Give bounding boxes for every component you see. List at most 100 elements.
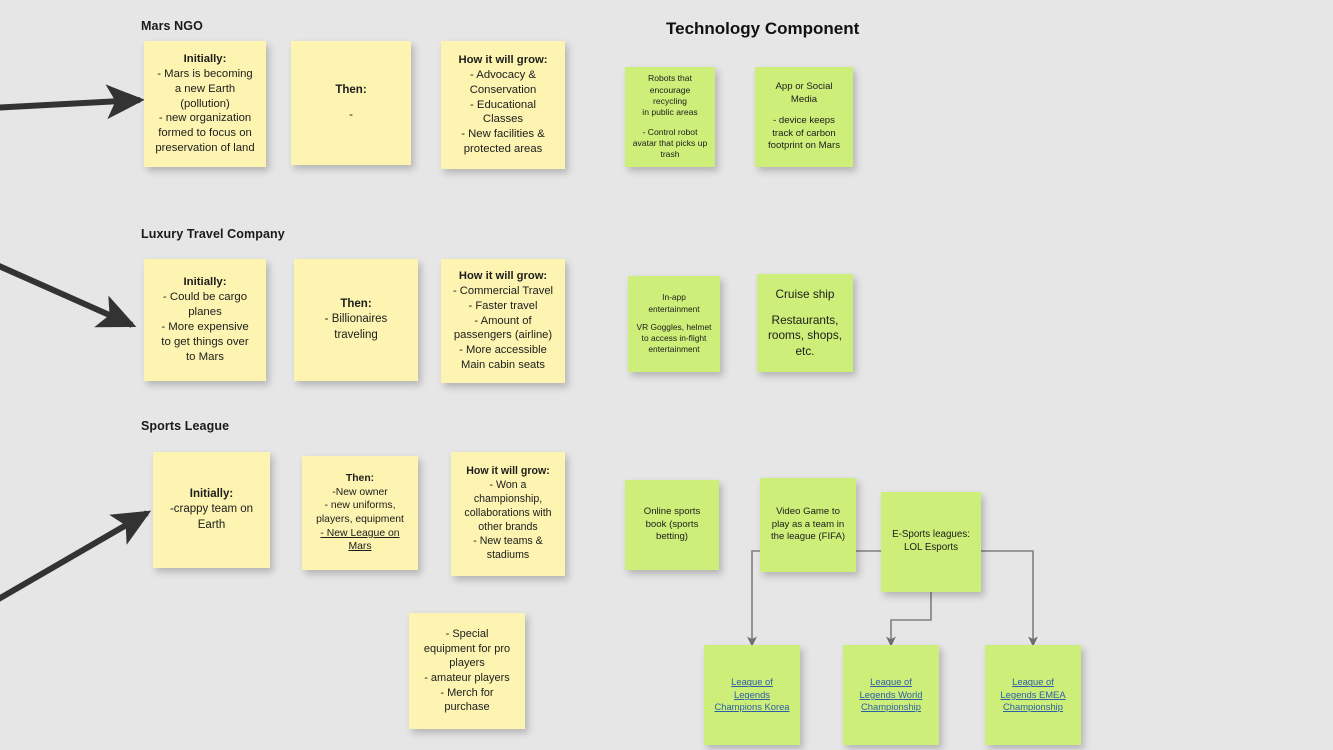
- link-line[interactable]: League of: [731, 676, 773, 688]
- note-travel-how-it-will-grow[interactable]: How it will grow: - Commercial Travel - …: [441, 259, 565, 383]
- note-line: formed to focus on: [158, 127, 252, 140]
- note-line: - Commercial Travel: [452, 285, 554, 298]
- note-heading: How it will grow:: [458, 53, 548, 66]
- note-line: - new organization: [158, 112, 252, 125]
- note-tech-robots-recycling[interactable]: Robots that encourage recycling in publi…: [625, 67, 715, 167]
- note-ngo-then[interactable]: Then: -: [291, 41, 411, 165]
- note-line: the league (FIFA): [770, 531, 846, 543]
- note-line: App or Social: [775, 81, 833, 93]
- note-line: - Control robot: [642, 126, 698, 137]
- note-line: -New owner: [332, 486, 388, 498]
- note-line: - new uniforms,: [324, 500, 396, 512]
- note-travel-initially[interactable]: Initially: - Could be cargo planes - Mor…: [144, 259, 266, 381]
- note-line: entertainment: [648, 344, 700, 355]
- note-line: championship,: [473, 493, 543, 506]
- note-heading: Then:: [340, 298, 372, 311]
- note-sports-esports-leagues[interactable]: E-Sports leagues: LOL Esports: [881, 492, 981, 592]
- link-line[interactable]: League of: [1012, 676, 1054, 688]
- note-heading: Initially:: [183, 275, 227, 288]
- note-line: traveling: [334, 328, 378, 341]
- note-line: - Merch for: [440, 686, 494, 699]
- note-line: avatar that picks up: [632, 137, 708, 148]
- note-line: purchase: [444, 701, 490, 714]
- note-sports-how-it-will-grow[interactable]: How it will grow: - Won a championship, …: [451, 452, 565, 576]
- link-line[interactable]: League of: [870, 676, 912, 688]
- section-title: Technology Component: [666, 19, 860, 38]
- link-line[interactable]: Legends World: [859, 688, 923, 700]
- note-sports-video-game-fifa[interactable]: Video Game to play as a team in the leag…: [760, 478, 856, 572]
- note-sports-equipment-merch[interactable]: - Special equipment for pro players - am…: [409, 613, 525, 729]
- note-line: -: [349, 109, 353, 122]
- note-line: trash: [660, 149, 680, 160]
- note-travel-then[interactable]: Then: - Billionaires traveling: [294, 259, 418, 381]
- note-line: Cruise ship: [775, 286, 835, 301]
- note-line: E-Sports leagues:: [892, 529, 970, 541]
- note-line: book (sports: [645, 518, 699, 530]
- link-line[interactable]: Legends EMEA: [1000, 688, 1066, 700]
- note-line: collaborations with: [464, 507, 552, 520]
- incoming-arrow-ngo: [0, 84, 145, 120]
- note-line: - Mars is becoming: [157, 67, 253, 80]
- note-line: LOL Esports: [903, 542, 959, 553]
- incoming-arrow-travel: [0, 263, 137, 328]
- note-line: - More accessible: [459, 344, 547, 357]
- note-line: -crappy team on: [169, 503, 254, 516]
- row-label-mars-ngo: Mars NGO: [141, 19, 203, 33]
- note-line: Classes: [482, 113, 524, 126]
- link-line[interactable]: Championship: [861, 701, 921, 713]
- note-line: a new Earth: [174, 82, 236, 95]
- note-line: stadiums: [486, 548, 530, 561]
- link-line[interactable]: Champions Korea: [714, 701, 790, 713]
- note-ngo-how-it-will-grow[interactable]: How it will grow: - Advocacy & Conservat…: [441, 41, 565, 169]
- link-line[interactable]: Championship: [1003, 701, 1063, 713]
- connector-esports-to-emea: [981, 550, 1038, 647]
- note-line: Video Game to: [776, 506, 840, 518]
- row-label-sports-league: Sports League: [141, 419, 230, 433]
- note-line: passengers (airline): [453, 329, 553, 342]
- note-line: - Billionaires: [324, 313, 388, 326]
- note-line: Robots that: [648, 73, 692, 84]
- note-travel-cruise-ship[interactable]: Cruise ship Restaurants, rooms, shops, e…: [757, 274, 853, 372]
- note-line: equipment for pro: [423, 642, 511, 655]
- row-label-luxury-travel-company: Luxury Travel Company: [141, 227, 285, 241]
- note-line: Media: [790, 93, 818, 105]
- note-line: - Won a: [489, 479, 527, 492]
- note-link-lol-emea-championship[interactable]: League of Legends EMEA Championship: [985, 645, 1081, 745]
- note-line: players, equipment: [316, 514, 404, 525]
- note-line: - Faster travel: [468, 299, 538, 312]
- note-link-lol-champions-korea[interactable]: League of Legends Champions Korea: [704, 645, 800, 745]
- note-line: in public areas: [642, 107, 698, 118]
- note-sports-then[interactable]: Then: -New owner - new uniforms, players…: [302, 456, 418, 570]
- note-line: players: [449, 657, 485, 670]
- note-tech-app-social-media[interactable]: App or Social Media - device keeps track…: [755, 67, 853, 167]
- note-sports-initially[interactable]: Initially: -crappy team on Earth: [153, 452, 270, 568]
- note-heading: How it will grow:: [466, 465, 550, 478]
- note-line: other brands: [478, 520, 538, 533]
- note-line: footprint on Mars: [768, 140, 840, 152]
- note-line: - Could be cargo: [162, 290, 248, 303]
- note-line: Online sports: [643, 506, 701, 518]
- note-line: - New teams &: [473, 534, 543, 547]
- note-line: Earth: [197, 518, 226, 531]
- note-heading: Then:: [345, 472, 375, 484]
- link-line[interactable]: Legends: [734, 688, 770, 700]
- note-travel-in-app-entertainment[interactable]: In-app entertainment VR Goggles, helmet …: [628, 276, 720, 372]
- note-line: to get things over: [161, 336, 249, 349]
- note-line: - Advocacy &: [470, 68, 536, 81]
- note-heading: Initially:: [189, 488, 234, 501]
- note-link-lol-world-championship[interactable]: League of Legends World Championship: [843, 645, 939, 745]
- note-line: protected areas: [463, 143, 543, 156]
- connector-esports-to-worlds: [886, 592, 932, 647]
- note-sports-online-sports-book[interactable]: Online sports book (sports betting): [625, 480, 719, 570]
- note-line: entertainment: [648, 303, 700, 314]
- note-heading: How it will grow:: [458, 270, 548, 283]
- note-line: - Educational: [470, 98, 536, 111]
- note-line: - New facilities &: [461, 128, 545, 141]
- note-line: - Amount of: [474, 314, 532, 327]
- note-line: - Special: [445, 628, 489, 641]
- note-line: planes: [188, 305, 222, 318]
- note-line: etc.: [795, 343, 815, 358]
- note-line: Main cabin seats: [461, 358, 545, 371]
- note-ngo-initially[interactable]: Initially: - Mars is becoming a new Eart…: [144, 41, 266, 167]
